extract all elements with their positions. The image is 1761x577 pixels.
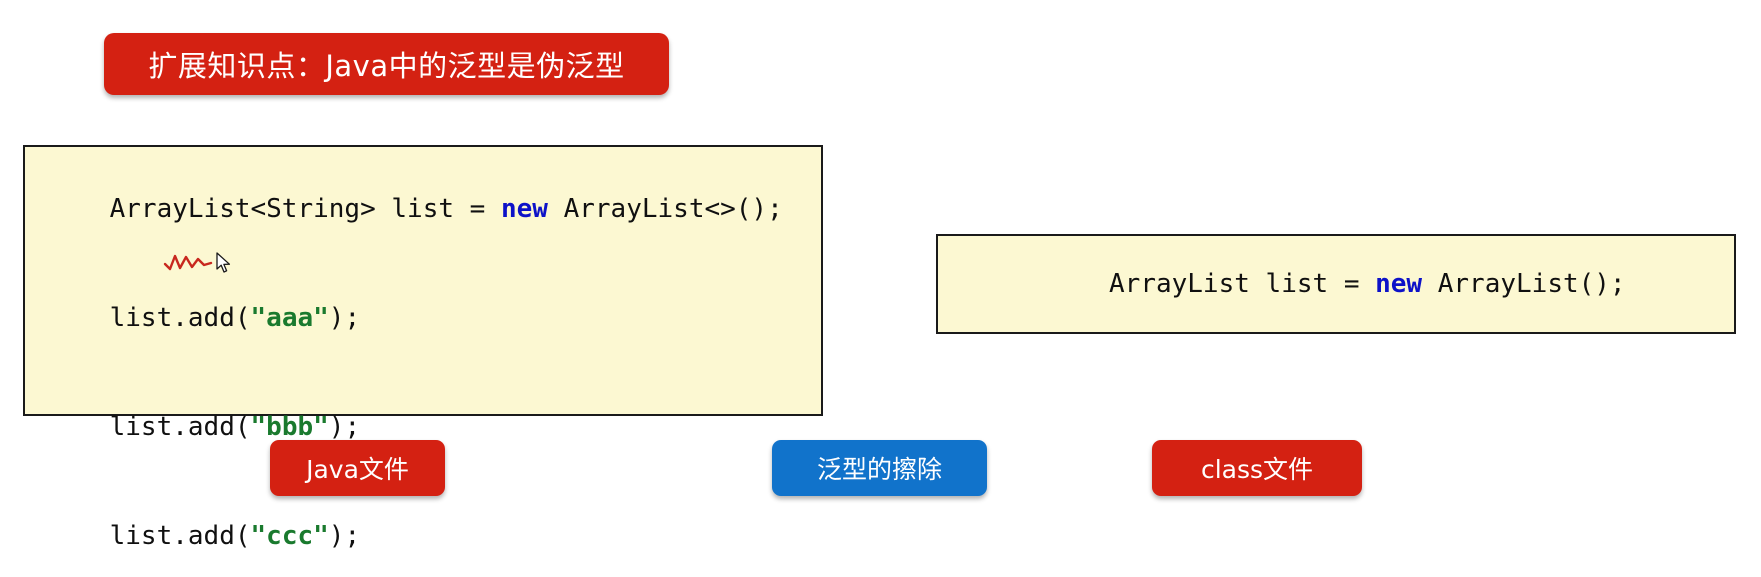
code-token-plain: list.add( bbox=[109, 303, 251, 333]
code-line: ArrayList list = new ArrayList(); bbox=[1046, 245, 1626, 323]
code-token-plain: list.add( bbox=[109, 412, 251, 442]
code-token-plain: ); bbox=[328, 412, 361, 442]
label-type-erasure: 泛型的擦除 bbox=[772, 440, 987, 496]
code-token-keyword: new bbox=[1375, 269, 1423, 299]
label-class-file-text: class文件 bbox=[1200, 455, 1314, 484]
code-token-string: "bbb" bbox=[250, 412, 329, 442]
label-type-erasure-text: 泛型的擦除 bbox=[816, 455, 942, 484]
code-line: ArrayList<String> list = new ArrayList<>… bbox=[47, 170, 821, 248]
code-line: list.add("aaa"); bbox=[47, 279, 821, 357]
code-token-string: "ccc" bbox=[250, 521, 329, 551]
label-java-file: Java文件 bbox=[270, 440, 445, 496]
java-source-code-box: ArrayList<String> list = new ArrayList<>… bbox=[23, 145, 823, 549]
code-token-plain: ArrayList list = bbox=[1109, 269, 1376, 299]
code-token-plain: list.add( bbox=[109, 521, 251, 551]
code-token-plain: ); bbox=[328, 521, 361, 551]
topic-banner: 扩展知识点：Java中的泛型是伪泛型 bbox=[104, 33, 669, 95]
class-bytecode-code-box: ArrayList list = new ArrayList(); bbox=[936, 234, 1736, 334]
code-token-plain: ArrayList<String> list = bbox=[109, 194, 501, 224]
code-token-string: "aaa" bbox=[250, 303, 329, 333]
code-line: list.add("bbb"); bbox=[47, 388, 821, 466]
code-token-keyword: new bbox=[500, 194, 548, 224]
code-token-plain: ArrayList<>(); bbox=[547, 194, 783, 224]
label-java-file-text: Java文件 bbox=[306, 455, 409, 484]
code-line: list.add("ccc"); bbox=[47, 497, 821, 575]
code-token-plain: ArrayList(); bbox=[1422, 269, 1626, 299]
code-token-plain: ); bbox=[328, 303, 361, 333]
label-class-file: class文件 bbox=[1152, 440, 1362, 496]
topic-banner-label: 扩展知识点：Java中的泛型是伪泛型 bbox=[148, 49, 625, 83]
